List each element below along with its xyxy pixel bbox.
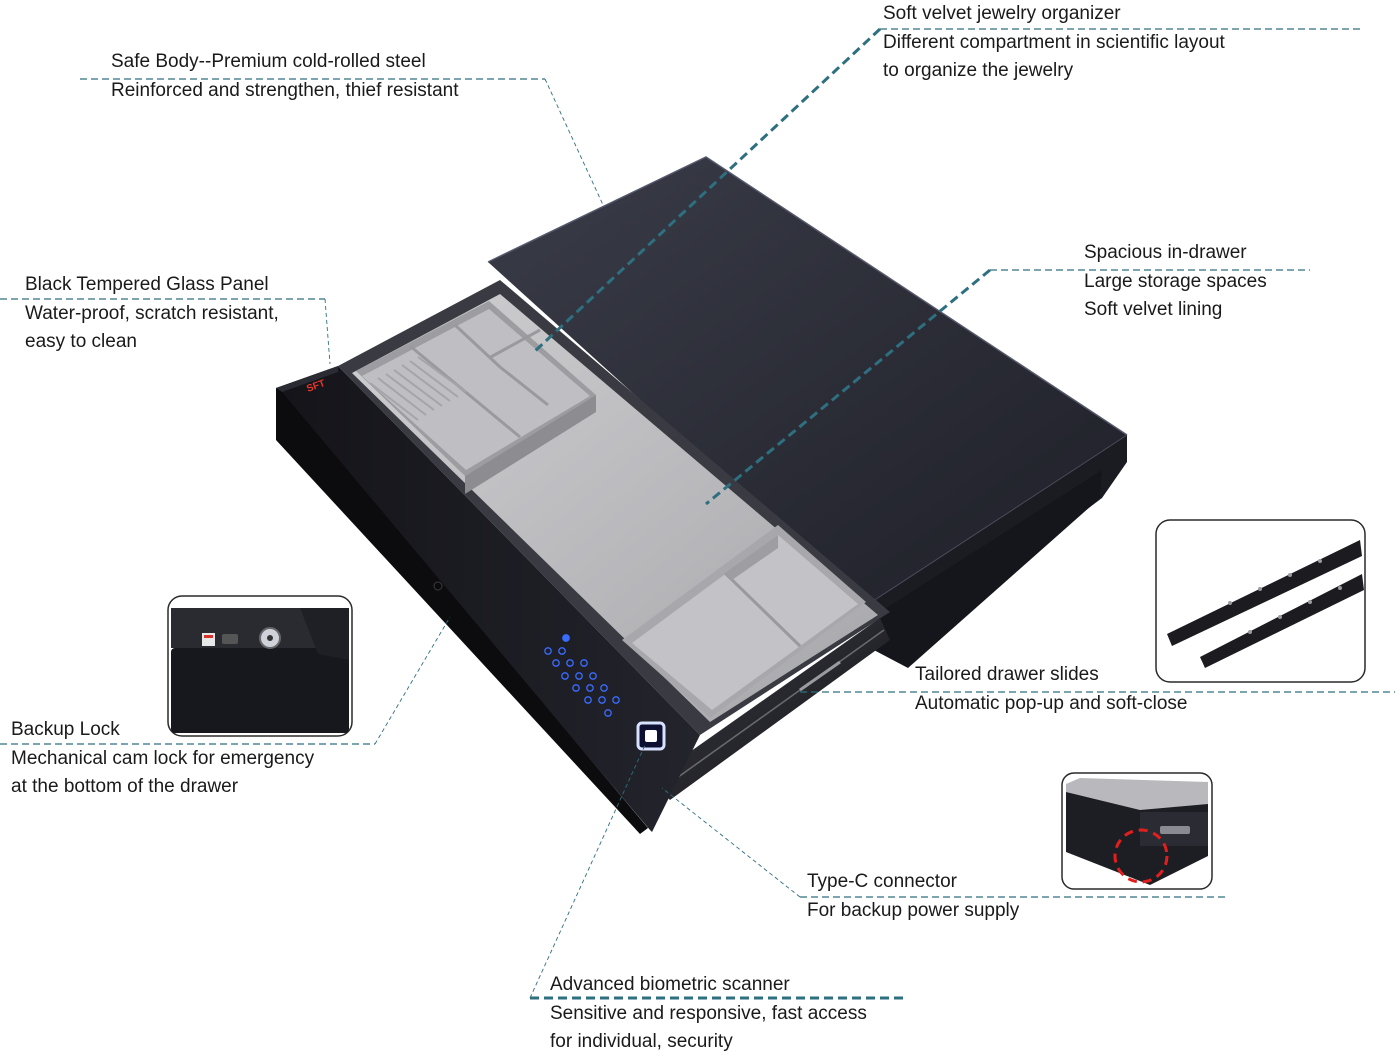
- callout-safe-body: Safe Body--Premium cold-rolled steel Rei…: [111, 48, 458, 105]
- keypad: [544, 634, 620, 717]
- callout-detail: to organize the jewelry: [883, 60, 1074, 81]
- callout-detail: Automatic pop-up and soft-close: [915, 692, 1188, 714]
- bottom-compartments: [622, 525, 866, 718]
- callout-detail: For backup power supply: [807, 899, 1020, 921]
- type-c-inset: [1061, 772, 1213, 890]
- fingerprint-scanner-icon: [636, 721, 666, 751]
- callout-detail: at the bottom of the drawer: [11, 776, 239, 797]
- callout-title: Backup Lock: [11, 719, 120, 740]
- callout-jewelry-organizer: Soft velvet jewelry organizer Different …: [883, 0, 1225, 86]
- callout-biometric-scanner: Advanced biometric scanner Sensitive and…: [550, 971, 867, 1057]
- callout-detail: Water-proof, scratch resistant,: [25, 302, 279, 324]
- leader-lines: [0, 27, 1395, 1000]
- callout-backup-lock: Backup Lock Mechanical cam lock for emer…: [11, 716, 314, 802]
- callout-detail: Mechanical cam lock for emergency: [11, 747, 315, 769]
- callout-title: Black Tempered Glass Panel: [25, 274, 269, 295]
- callout-glass-panel: Black Tempered Glass Panel Water-proof, …: [25, 271, 279, 357]
- callout-title: Type-C connector: [807, 871, 957, 892]
- callout-title: Tailored drawer slides: [915, 664, 1099, 685]
- callout-type-c: Type-C connector For backup power supply: [807, 868, 1019, 925]
- callout-detail: Reinforced and strengthen, thief resista…: [111, 79, 459, 101]
- safe-body: [487, 156, 1128, 668]
- callout-detail: Sensitive and responsive, fast access: [550, 1002, 867, 1024]
- backup-lock-inset: [167, 595, 353, 737]
- callout-title: Soft velvet jewelry organizer: [883, 3, 1121, 24]
- callout-detail: Large storage spaces: [1084, 270, 1267, 292]
- jewelry-organizer-tray: [356, 301, 596, 494]
- callout-title: Safe Body--Premium cold-rolled steel: [111, 51, 426, 72]
- callout-detail: Soft velvet lining: [1084, 299, 1223, 320]
- callout-title: Advanced biometric scanner: [550, 974, 790, 995]
- callout-detail: easy to clean: [25, 331, 137, 352]
- drawer-slides-inset: [1155, 519, 1366, 683]
- callout-drawer-slides: Tailored drawer slides Automatic pop-up …: [915, 661, 1188, 718]
- callout-detail: Different compartment in scientific layo…: [883, 31, 1225, 53]
- backup-lock-keyhole-icon: [433, 581, 443, 591]
- callout-title: Spacious in-drawer: [1084, 242, 1247, 263]
- callout-in-drawer: Spacious in-drawer Large storage spaces …: [1084, 239, 1267, 325]
- callout-detail: for individual, security: [550, 1031, 733, 1052]
